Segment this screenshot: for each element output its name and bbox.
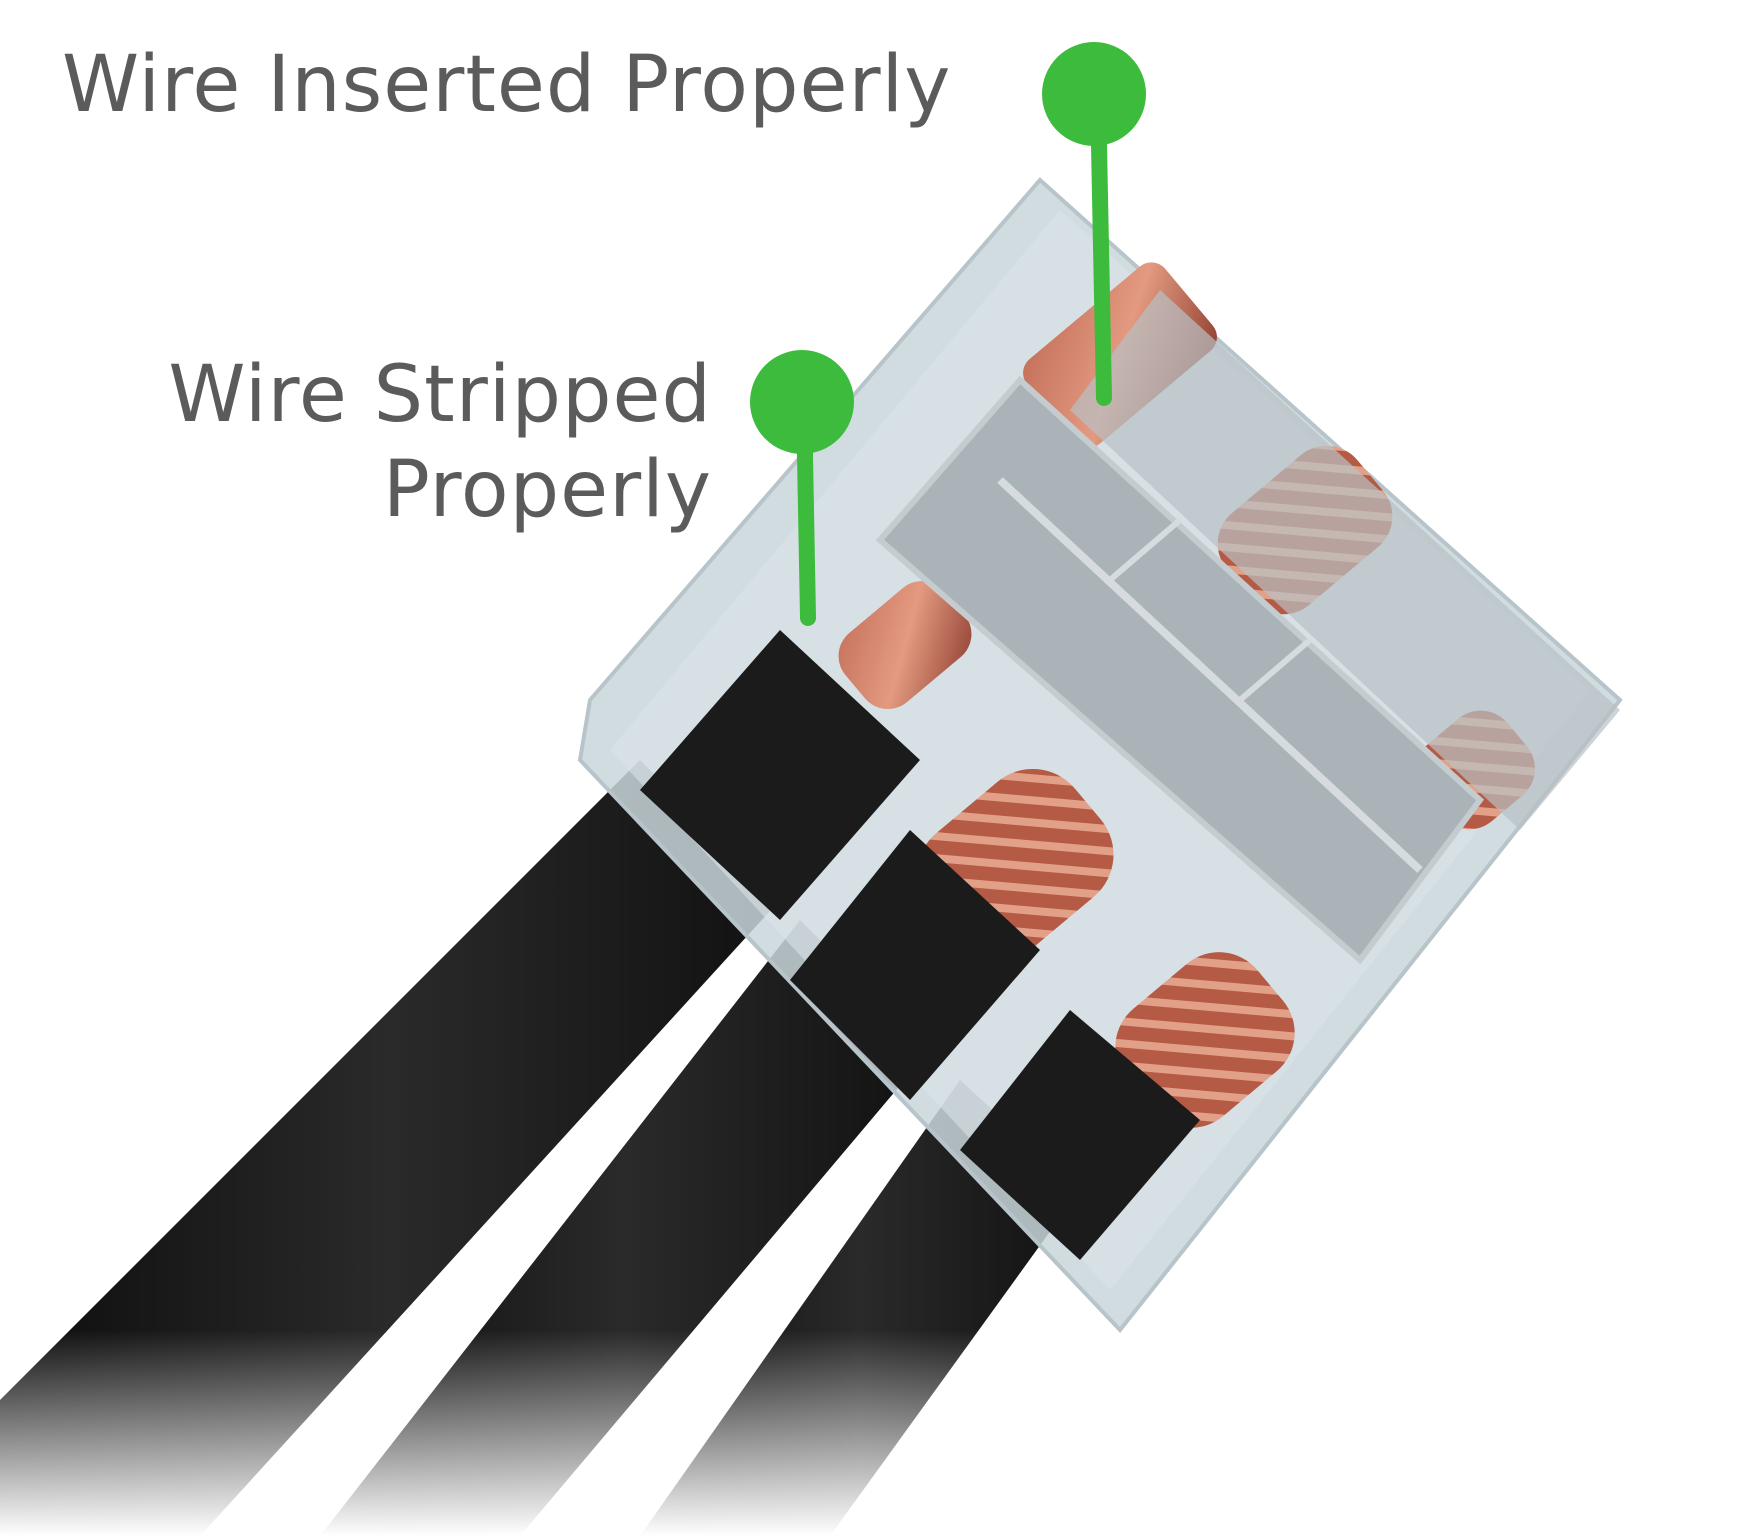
label-wire-stripped-line1: Wire Stripped (168, 350, 712, 440)
callout-stripped (750, 350, 854, 626)
bottom-fade (0, 1330, 1748, 1536)
label-wire-stripped-line2: Properly (382, 445, 712, 536)
callout-stripped-dot (750, 350, 854, 454)
label-wire-inserted: Wire Inserted Properly (62, 40, 952, 130)
label-wire-stripped: Wire Stripped Properly (112, 348, 712, 538)
wire-insulation-ends (640, 630, 1200, 1260)
callout-inserted-dot (1042, 42, 1146, 146)
callout-inserted (1042, 42, 1146, 406)
connector-levers (875, 290, 1620, 965)
